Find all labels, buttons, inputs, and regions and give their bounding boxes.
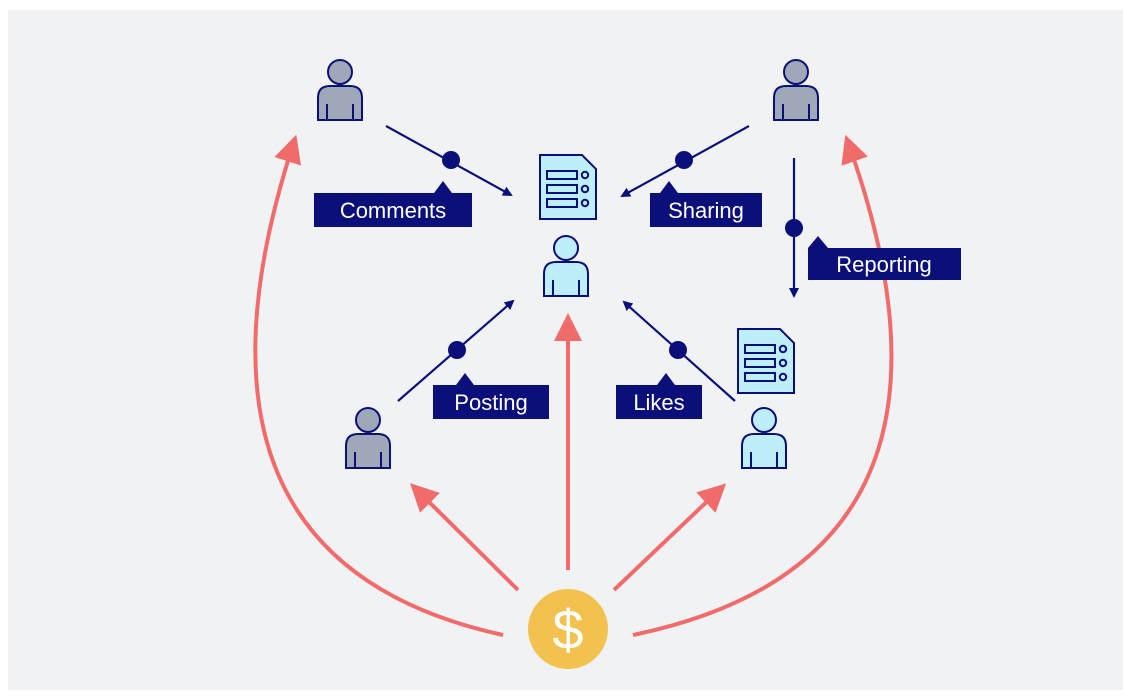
reporting-dot — [785, 219, 803, 237]
label-posting: Posting — [433, 373, 549, 419]
likes-dot — [669, 341, 687, 359]
label-posting-text: Posting — [454, 390, 527, 415]
label-reporting-text: Reporting — [836, 252, 931, 277]
label-comments: Comments — [314, 181, 472, 227]
money-arc-left — [253, 134, 504, 637]
creator-document-icon — [539, 154, 597, 220]
reported-document-icon — [737, 328, 795, 394]
dollar-coin-icon: $ — [528, 589, 608, 669]
label-comments-text: Comments — [340, 198, 446, 223]
coin-symbol: $ — [552, 598, 583, 661]
engagement-arrows — [385, 125, 803, 402]
label-likes: Likes — [616, 373, 702, 419]
label-sharing-text: Sharing — [668, 198, 744, 223]
comments-dot — [442, 151, 460, 169]
sharing-dot — [675, 151, 693, 169]
label-likes-text: Likes — [633, 390, 684, 415]
diagram-panel — [8, 10, 1123, 690]
label-sharing: Sharing — [650, 181, 762, 227]
money-arrow-left — [410, 483, 520, 592]
posting-dot — [448, 341, 466, 359]
label-reporting: Reporting — [808, 236, 961, 280]
money-arrow-right — [612, 483, 727, 592]
